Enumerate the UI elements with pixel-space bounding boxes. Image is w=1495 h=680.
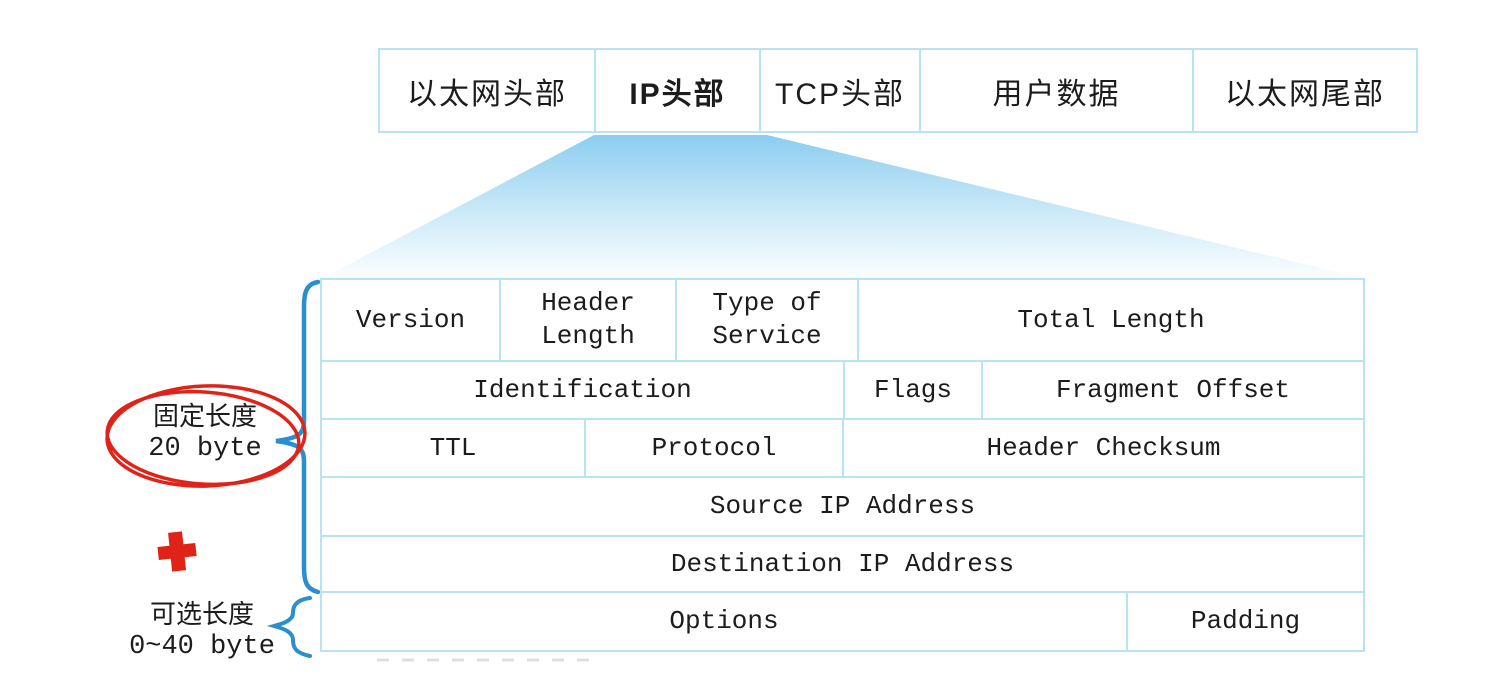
packet-cell-ip-header: IP头部: [596, 50, 761, 131]
packet-structure-row: 以太网头部 IP头部 TCP头部 用户数据 以太网尾部: [378, 48, 1418, 133]
table-row-4: Source IP Address: [322, 478, 1363, 537]
field-total-length: Total Length: [1017, 304, 1205, 335]
fixed-length-label: 固定长度 20 byte: [115, 400, 295, 466]
field-ttl: TTL: [322, 420, 586, 476]
field-fragment-offset: Fragment Offset: [1055, 374, 1291, 405]
ip-header-table: Version Header Length Type of Service To…: [320, 278, 1365, 652]
field-protocol: Protocol: [586, 420, 844, 476]
field-source-ip: Source IP Address: [709, 491, 976, 521]
packet-cell-ethernet-header: 以太网头部: [380, 50, 596, 131]
packet-cell-user-data: 用户数据: [921, 50, 1194, 131]
optional-length-label: 可选长度 0~40 byte: [112, 598, 292, 664]
table-row-1: Version Header Length Type of Service To…: [322, 280, 1363, 362]
field-type-of-service: Type of Service: [677, 280, 859, 360]
field-padding: Padding: [1190, 606, 1301, 636]
table-row-5: Destination IP Address: [322, 537, 1363, 593]
fixed-length-bytes: 20 byte: [148, 434, 262, 464]
field-options: Options: [322, 593, 1128, 650]
table-row-6: Options Padding: [322, 593, 1363, 650]
optional-length-bytes: 0~40 byte: [129, 632, 275, 662]
field-flags: Flags: [845, 362, 983, 418]
table-row-3: TTL Protocol Header Checksum: [322, 420, 1363, 478]
table-row-2: Identification Flags Fragment Offset: [322, 362, 1363, 420]
field-header-checksum: Header Checksum: [986, 432, 1221, 463]
fixed-length-text: 固定长度: [152, 401, 257, 431]
packet-cell-ethernet-trailer: 以太网尾部: [1225, 77, 1385, 111]
field-header-length: Header Length: [501, 280, 677, 360]
plus-icon: [157, 531, 197, 572]
field-identification: Identification: [322, 362, 845, 418]
optional-length-text: 可选长度: [149, 599, 254, 629]
field-destination-ip: Destination IP Address: [670, 548, 1015, 579]
funnel-shape: [321, 135, 1366, 279]
packet-cell-tcp-header: TCP头部: [761, 50, 921, 131]
field-version: Version: [322, 280, 501, 360]
